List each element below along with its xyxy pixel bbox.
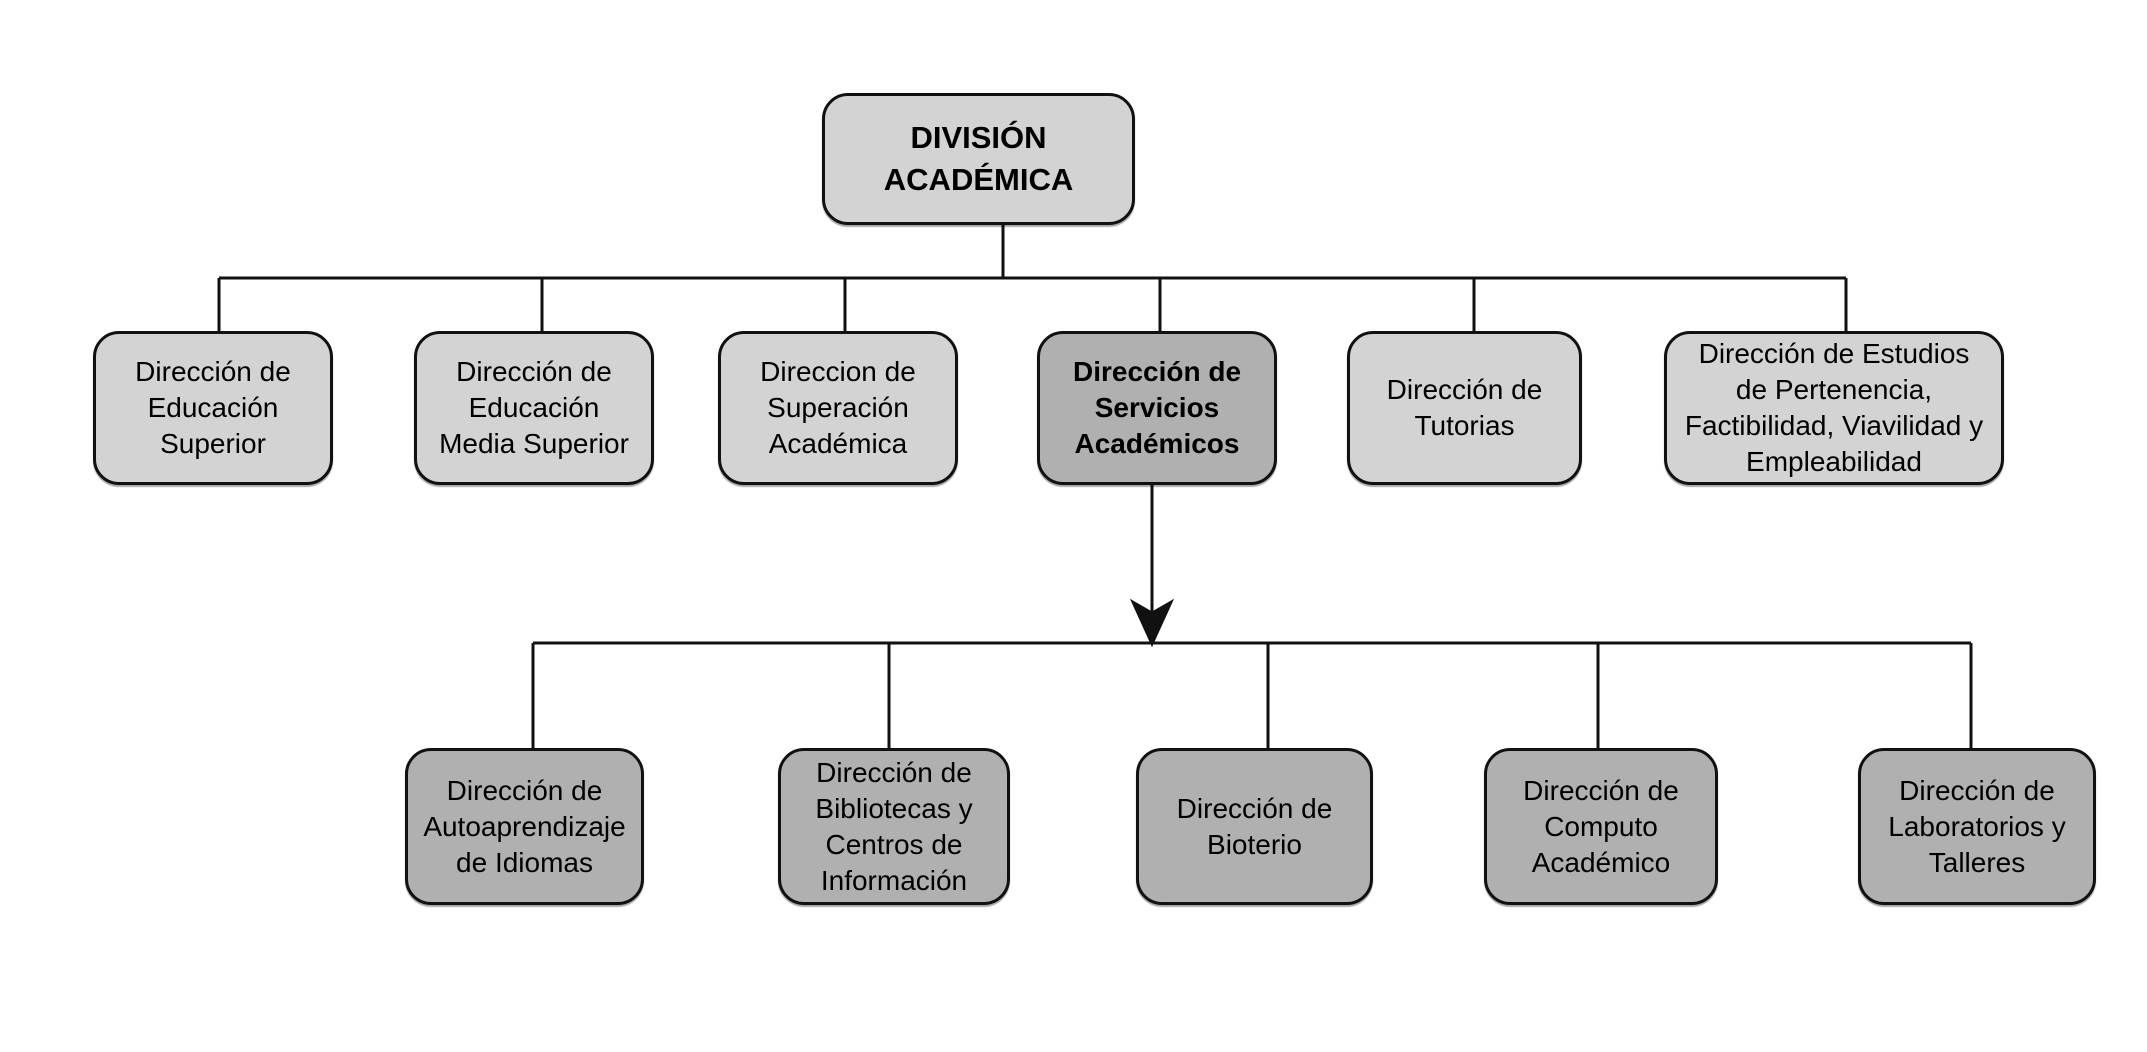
org-box-label: Dirección de Educación Superior xyxy=(135,356,291,459)
org-box-direccion-bibliotecas: Dirección de Bibliotecas y Centros de In… xyxy=(778,748,1010,905)
org-box-division-academica: DIVISIÓN ACADÉMICA xyxy=(822,93,1135,225)
org-box-direccion-autoaprendizaje-idiomas: Dirección de Autoaprendizaje de Idiomas xyxy=(405,748,644,905)
org-box-label: Dirección de Autoaprendizaje de Idiomas xyxy=(423,774,626,878)
org-box-label: Dirección de Bioterio xyxy=(1176,792,1333,860)
org-box-direccion-laboratorios-talleres: Dirección de Laboratorios y Talleres xyxy=(1858,748,2096,905)
org-box-direccion-tutorias: Dirección de Tutorias xyxy=(1347,331,1582,485)
org-box-direccion-educacion-superior: Dirección de Educación Superior xyxy=(93,331,333,485)
org-box-direccion-computo-academico: Dirección de Computo Académico xyxy=(1484,748,1718,905)
org-box-label: Dirección de Laboratorios y Talleres xyxy=(1888,774,2066,878)
org-box-label: Dirección de Estudios de Pertenencia, Fa… xyxy=(1684,338,1984,477)
org-box-label: Dirección de Tutorias xyxy=(1386,374,1543,441)
org-box-direccion-servicios-academicos: Dirección de Servicios Académicos xyxy=(1037,331,1277,485)
org-box-direccion-educacion-media-superior: Dirección de Educación Media Superior xyxy=(414,331,654,485)
org-box-direccion-bioterio: Dirección de Bioterio xyxy=(1136,748,1373,905)
org-box-label: Dirección de Servicios Académicos xyxy=(1072,356,1242,459)
down-arrow-head-icon xyxy=(1129,598,1175,648)
org-box-label: Dirección de Bibliotecas y Centros de In… xyxy=(815,756,973,896)
org-box-label: DIVISIÓN ACADÉMICA xyxy=(883,120,1074,197)
org-box-label: Direccion de Superación Académica xyxy=(760,356,916,459)
org-box-direccion-estudios-pertenencia: Dirección de Estudios de Pertenencia, Fa… xyxy=(1664,331,2004,485)
org-box-label: Dirección de Computo Académico xyxy=(1523,774,1679,878)
org-box-direccion-superacion-academica: Direccion de Superación Académica xyxy=(718,331,958,485)
org-box-label: Dirección de Educación Media Superior xyxy=(439,356,629,459)
